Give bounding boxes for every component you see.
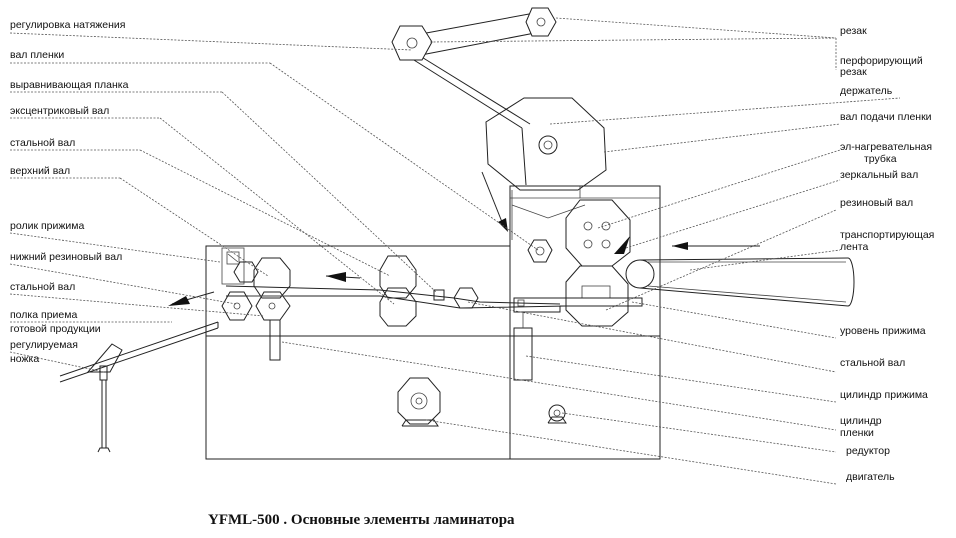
tension-roller <box>391 25 433 61</box>
support-post <box>269 319 281 361</box>
label-pressure-level: уровень прижима <box>840 325 926 337</box>
eccentric-roller <box>379 287 417 327</box>
film-path <box>225 285 561 305</box>
label-steel-shaft-bottom: стальной вал <box>10 281 75 293</box>
label-mirror-shaft: зеркальный вал <box>840 169 918 181</box>
diagram-caption: YFML-500 . Основные элементы ламинатора <box>208 512 515 528</box>
label-heating-tube-1: эл-нагревательная <box>840 141 932 153</box>
leader-lines-right <box>281 17 901 485</box>
leveling-bar <box>433 289 445 301</box>
label-film-cylinder-2: пленки <box>840 427 874 439</box>
reducer <box>547 404 567 424</box>
label-steel-shaft-top: стальной вал <box>10 137 75 149</box>
label-adjustable-leg-2: ножка <box>10 353 39 365</box>
flow-arrows <box>168 171 760 306</box>
leader-lines-left <box>9 32 539 373</box>
label-upper-shaft: верхний вал <box>10 165 70 177</box>
label-film-feed-shaft: вал подачи пленки <box>840 111 932 123</box>
label-pressure-cylinder: цилиндр прижима <box>840 389 928 401</box>
label-steel-shaft-right: стальной вал <box>840 357 905 369</box>
label-output-tray-2: готовой продукции <box>10 323 101 335</box>
label-motor: двигатель <box>846 471 895 483</box>
label-reducer: редуктор <box>846 445 890 457</box>
label-heating-tube-2: трубка <box>864 153 897 165</box>
tension-arm <box>397 11 541 186</box>
labels-right: резак перфорирующий резак держатель вал … <box>840 25 934 483</box>
label-leveling-bar: выравнивающая планка <box>10 79 129 91</box>
label-perforating-2: резак <box>840 66 867 78</box>
label-rubber-shaft: резиновый вал <box>840 197 913 209</box>
film-roller <box>453 287 479 309</box>
label-press-roller: ролик прижима <box>10 220 84 232</box>
label-cutter: резак <box>840 25 867 37</box>
label-transport-belt-2: лента <box>840 241 868 253</box>
mirror-roller <box>565 199 631 267</box>
label-transport-belt-1: транспортирующая <box>840 229 934 241</box>
label-film-cylinder-1: цилиндр <box>840 415 882 427</box>
label-film-shaft: вал пленки <box>10 49 64 61</box>
motor <box>397 377 441 427</box>
labels-left: регулировка натяжения вал пленки выравни… <box>10 19 129 365</box>
press-roller <box>233 261 259 283</box>
cutter-roller <box>525 7 557 37</box>
machine-right-frame <box>509 185 661 460</box>
label-lower-rubber-shaft: нижний резиновый вал <box>10 251 122 263</box>
lower-rubber-roller <box>221 291 253 321</box>
label-output-tray-1: полка приема <box>10 309 77 321</box>
label-tension-adjust: регулировка натяжения <box>10 19 125 31</box>
label-perforating-1: перфорирующий <box>840 55 923 67</box>
label-holder: держатель <box>840 85 893 97</box>
label-eccentric-shaft: эксцентриковый вал <box>10 105 109 117</box>
upper-roller <box>253 257 291 299</box>
rubber-roller <box>565 265 629 327</box>
adjustable-leg <box>97 365 111 453</box>
film-feed-roller <box>527 239 553 263</box>
label-adjustable-leg-1: регулируемая <box>10 339 78 351</box>
steel-roller-mid <box>379 255 417 299</box>
pressure-level-bar <box>513 297 643 313</box>
